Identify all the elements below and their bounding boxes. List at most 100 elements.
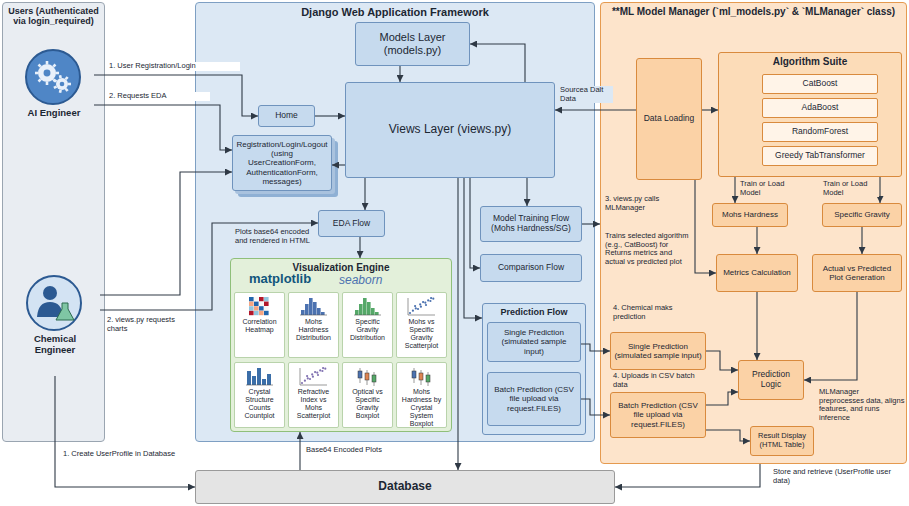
connector-arrow: [555, 109, 636, 110]
process-box: Registration/Login/Logout (using UserCre…: [232, 135, 332, 191]
process-box: EDA Flow: [318, 210, 385, 237]
connector-arrow: [94, 105, 232, 150]
connector-arrow: [615, 464, 760, 487]
algorithm-box: RandomForest: [762, 122, 878, 142]
chart-thumbnail: [239, 296, 279, 316]
node-text: Prediction Logic: [742, 370, 800, 390]
node-text: Optical vs Specific Gravity Boxplot: [346, 388, 389, 420]
edge-label: 2. Requests EDA: [108, 92, 210, 101]
chart-tile: Optical vs Specific Gravity Boxplot: [342, 362, 393, 428]
node-text: Mohs Hardness Distribution: [292, 318, 335, 342]
connector-arrow: [695, 180, 716, 273]
node-text: Metrics Calculation: [723, 268, 791, 277]
algorithm-panel: Algorithm SuiteCatBoostAdaBoostRandomFor…: [718, 52, 902, 177]
node-text: Home: [275, 111, 298, 121]
connector-arrow: [804, 292, 857, 380]
library-logo: matplotlib: [248, 272, 330, 287]
flow-panel: Prediction FlowSingle Prediction (simula…: [482, 303, 586, 435]
connector-arrow: [457, 178, 458, 470]
node-text: Crystal Structure Counts Countplot: [238, 388, 281, 420]
chart-tile: Crystal Structure Counts Countplot: [234, 362, 285, 428]
connector-arrow: [581, 344, 610, 351]
algorithm-box: Greedy TabTransformer: [762, 146, 878, 166]
algorithm-box: AdaBoost: [762, 98, 878, 118]
connector-arrow: [359, 237, 360, 258]
process-box: Result Display (HTML Table): [750, 426, 814, 456]
node-text: RandomForest: [792, 127, 848, 137]
node-text: EDA Flow: [333, 219, 370, 229]
connector-arrow: [879, 177, 880, 203]
process-box: Metrics Calculation: [716, 254, 798, 292]
chart-tile: Mohs vs Specific Gravity Scatterplot: [396, 292, 447, 358]
connector-arrow: [299, 432, 300, 470]
edge-label: Train or Load Model: [739, 180, 797, 197]
node-text: Views Layer (views.py): [389, 123, 511, 137]
connector-arrow: [464, 178, 482, 318]
chart-thumbnail: [293, 366, 333, 386]
node-text: **ML Model Manager (`ml_models.py` & `ML…: [612, 6, 895, 18]
chart-thumbnail: [401, 366, 441, 386]
edge-label: 4. Chemical maks prediction: [612, 304, 704, 321]
connector-arrow: [734, 177, 735, 203]
process-box: Single Prediction (simulated sample inpu…: [487, 322, 581, 362]
node-text: Data Loading: [644, 114, 695, 124]
chart-thumbnail: [347, 366, 387, 386]
process-box: Home: [258, 105, 315, 127]
connector-arrow: [332, 164, 345, 165]
node-text: Greedy TabTransformer: [775, 151, 865, 161]
chemist-icon: [24, 273, 84, 333]
connector-arrow: [315, 115, 345, 116]
chart-thumbnail: [293, 296, 333, 316]
connector-arrow: [756, 227, 757, 254]
edge-label: 1. Create UserProfile in Database: [62, 450, 189, 459]
process-box: Mohs Hardness: [712, 203, 788, 227]
connector-arrow: [364, 178, 365, 210]
chart-thumbnail: [239, 366, 279, 386]
node-text: Chemical Engineer: [13, 334, 97, 356]
chart-tile: Specific Gravity Distribution: [342, 292, 393, 358]
process-box: Prediction Logic: [738, 360, 804, 400]
process-box: Model Training Flow (Mohs Hardness/SG): [480, 206, 582, 242]
node-text: Actual vs Predicted Plot Generation: [816, 264, 898, 282]
process-box: Actual vs Predicted Plot Generation: [812, 254, 902, 292]
connector-arrow: [100, 223, 318, 310]
node-text: Registration/Login/Logout (using UserCre…: [236, 140, 328, 186]
node-text: CatBoost: [803, 79, 838, 89]
node-text: Users (Authenticated via login_required): [6, 6, 101, 27]
node-text: Models Layer (models.py): [359, 31, 466, 56]
connector-arrow: [706, 430, 750, 441]
user-panel: Users (Authenticated via login_required)…: [2, 2, 105, 442]
node-text: Prediction Flow: [500, 307, 567, 317]
chart-tile: Correlation Heatmap: [234, 292, 285, 358]
node-text: Single Prediction (simulated sample inpu…: [491, 328, 577, 356]
connector-arrow: [526, 178, 527, 206]
node-text: AdaBoost: [802, 103, 839, 113]
node-text: Specific Gravity: [834, 210, 890, 219]
node-text: Batch Prediction (CSV file upload via re…: [491, 385, 577, 413]
node-text: Algorithm Suite: [773, 56, 847, 68]
framework-panel: Django Web Application FrameworkModels L…: [195, 2, 595, 442]
user-role: AI Engineer: [14, 46, 94, 138]
database-box: Database: [195, 470, 615, 504]
edge-label: Plots base64 encoded and rendered in HTM…: [234, 228, 316, 245]
process-box: Single Prediction (simulated sample inpu…: [610, 332, 706, 370]
node-text: Model Training Flow (Mohs Hardness/SG): [484, 214, 578, 234]
process-box: Batch Prediction (CSV file upload via re…: [610, 392, 706, 438]
chart-thumbnail: [401, 296, 441, 316]
node-text: Batch Prediction (CSV file upload via re…: [614, 401, 702, 429]
node-text: Correlation Heatmap: [238, 318, 281, 334]
node-text: AI Engineer: [28, 108, 81, 119]
algorithm-box: CatBoost: [762, 74, 878, 94]
edge-label: Train or Load Model: [822, 180, 879, 197]
connector-arrow: [581, 399, 610, 415]
edge-label: Store and retrieve (UserProfile user dat…: [772, 468, 904, 485]
connector-arrow: [756, 292, 757, 360]
connector-arrow: [470, 44, 525, 82]
process-box: Comparison Flow: [480, 254, 582, 282]
process-box: Models Layer (models.py): [355, 22, 470, 66]
node-text: Mohs vs Specific Gravity Scatterplot: [400, 318, 443, 350]
node-text: Mohs Hardness by Crystal System Boxplot: [400, 388, 443, 428]
edge-label: Sourcea Dalt Data: [559, 86, 613, 103]
